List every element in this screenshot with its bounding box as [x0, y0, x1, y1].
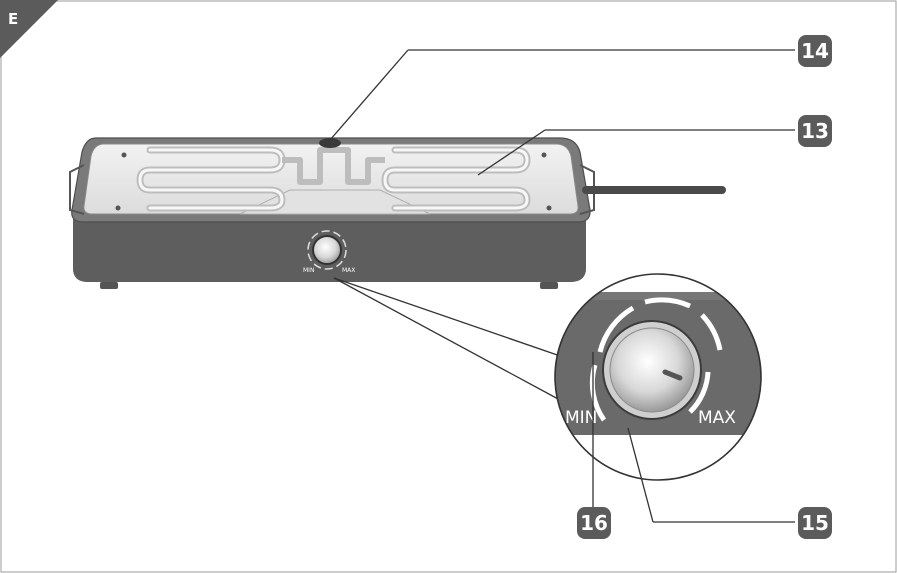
knob-zoom-min-label: MIN — [565, 408, 597, 428]
screw — [121, 152, 127, 158]
knob-small-min-label: MIN — [303, 267, 314, 274]
knob-large-pointer — [662, 369, 683, 381]
indicator-light — [319, 138, 341, 148]
leader-15 — [627, 427, 654, 523]
knob-large — [609, 327, 695, 413]
leader-13 — [477, 129, 546, 176]
screw — [541, 152, 547, 158]
callout-13: 13 — [798, 115, 832, 147]
zoom-line-top — [333, 277, 567, 359]
heating-element-center — [282, 147, 385, 185]
grill-plate — [83, 143, 579, 215]
section-tab — [0, 0, 58, 58]
section-letter: E — [8, 10, 19, 28]
plate-center-recess — [239, 189, 431, 215]
knob-zoom-max-label: MAX — [698, 408, 736, 428]
heating-element-right-highlight — [383, 148, 529, 210]
callout-14: 14 — [798, 35, 832, 67]
grill-foot-right — [540, 282, 558, 289]
knob-small — [312, 235, 342, 265]
screw — [546, 205, 552, 211]
zoom-circle-border — [554, 273, 762, 481]
leader-14 — [329, 49, 409, 141]
handle-left — [69, 164, 85, 215]
knob-small-ring — [307, 230, 347, 270]
zoom-line-bottom — [333, 277, 561, 401]
knob-small-max-label: MAX — [342, 267, 355, 274]
callout-15: 15 — [798, 507, 832, 539]
grill-foot-left — [100, 282, 118, 289]
callout-16: 16 — [577, 507, 611, 539]
screw — [115, 205, 121, 211]
